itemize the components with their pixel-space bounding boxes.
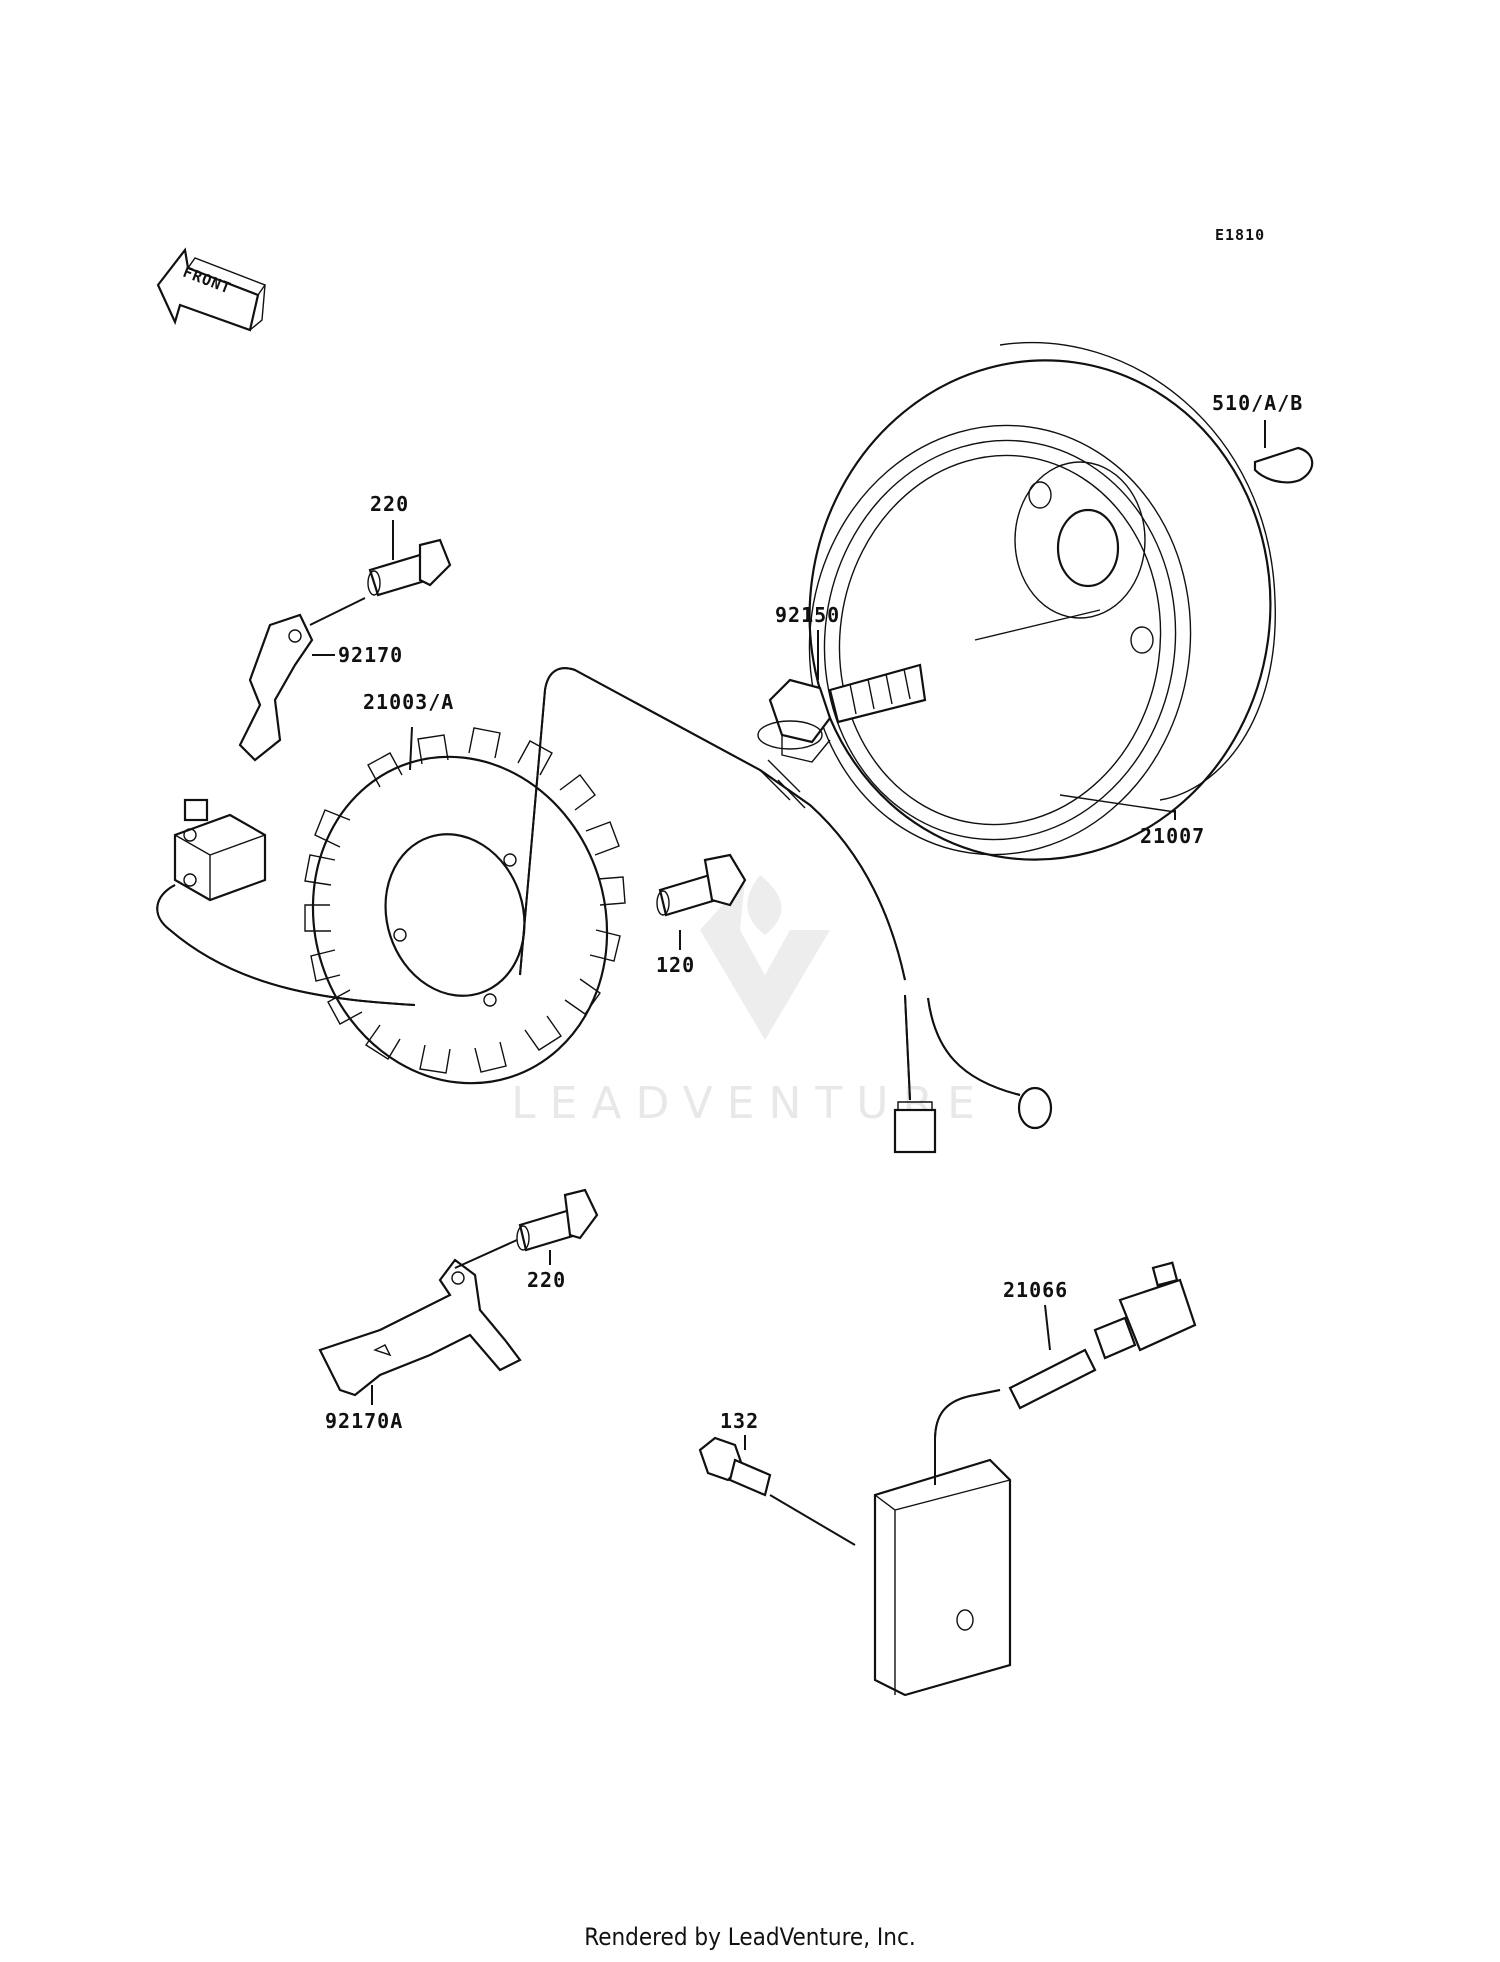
label-21003A: 21003/A — [363, 690, 454, 714]
label-120: 120 — [656, 953, 695, 977]
woodruff-key — [1253, 446, 1314, 484]
wire-clamp-upper — [238, 613, 314, 762]
label-92170: 92170 — [338, 643, 403, 667]
flywheel-rotor — [808, 341, 1276, 861]
label-510AB: 510/A/B — [1212, 391, 1303, 415]
regulator-rectifier — [873, 1261, 1197, 1697]
stator-coil — [304, 727, 626, 1085]
part-labels: 510/A/B 220 92170 21003/A 92150 21007 12… — [325, 391, 1303, 1433]
front-arrow-icon: FRONT — [156, 247, 267, 332]
bolt-220-upper — [367, 538, 452, 597]
bolt-132 — [698, 1436, 772, 1497]
pickup-coil — [173, 798, 267, 902]
label-132: 132 — [720, 1409, 759, 1433]
footer-credit: Rendered by LeadVenture, Inc. — [584, 1923, 915, 1951]
stator-wiring — [156, 667, 1053, 1154]
label-21007: 21007 — [1140, 824, 1205, 848]
flywheel-bolt — [757, 663, 927, 763]
label-92170A: 92170A — [325, 1409, 403, 1433]
label-21066: 21066 — [1003, 1278, 1068, 1302]
bolt-120 — [656, 853, 747, 917]
wire-clamp-lower — [318, 1258, 522, 1397]
label-220-upper: 220 — [370, 492, 409, 516]
label-220-lower: 220 — [527, 1268, 566, 1292]
leader-lines — [309, 420, 1266, 1546]
diagram-code: E1810 — [1215, 226, 1265, 244]
label-92150: 92150 — [775, 603, 840, 627]
bolt-220-lower — [516, 1188, 599, 1252]
